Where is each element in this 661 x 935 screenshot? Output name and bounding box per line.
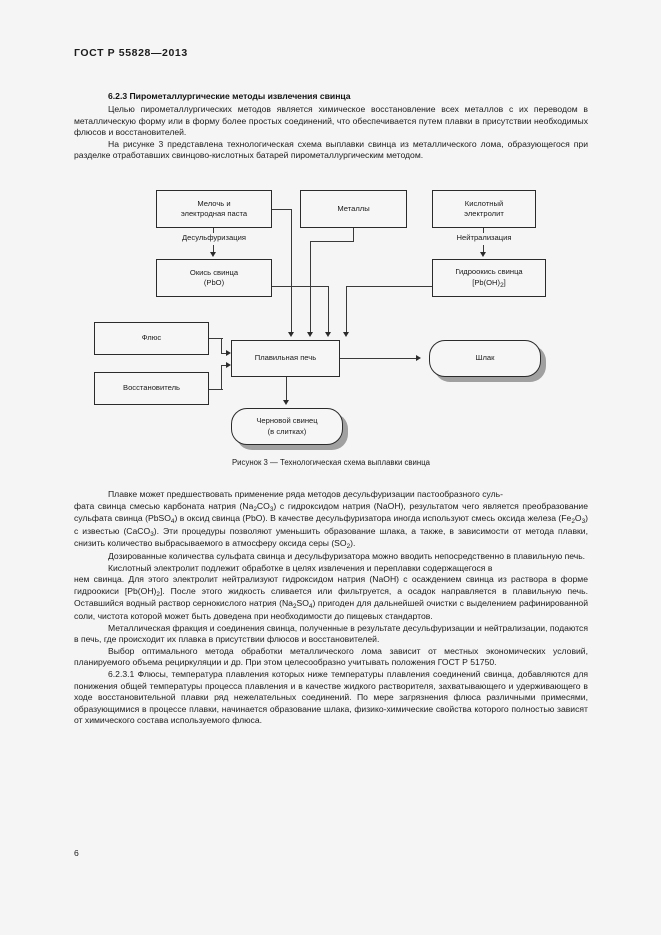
arrowhead-right xyxy=(226,350,231,356)
arrowhead-down xyxy=(307,332,313,337)
section-heading: 6.2.3 Пирометаллургические методы извлеч… xyxy=(108,91,351,101)
edge-line xyxy=(483,228,485,233)
edge-line xyxy=(353,228,355,242)
edge-line xyxy=(346,286,432,288)
arrowhead-down xyxy=(210,252,216,257)
page-number: 6 xyxy=(74,848,79,858)
section-intro-block: 6.2.3 Пирометаллургические методы извлеч… xyxy=(74,91,588,162)
edge-line xyxy=(272,286,329,288)
edge-line xyxy=(221,353,229,355)
edge-line xyxy=(286,377,288,402)
node-lead-hydroxide: Гидроокись свинца[Pb(OH)2] xyxy=(432,259,546,297)
edge-line xyxy=(221,365,223,390)
edge-line xyxy=(483,245,485,254)
edge-label-desulfurization: Десульфуризация xyxy=(182,233,246,242)
arrowhead-down xyxy=(325,332,331,337)
node-lead-oxide: Окись свинца(PbO) xyxy=(156,259,272,297)
section-paragraph-2: На рисунке 3 представлена технологическа… xyxy=(74,138,588,161)
edge-label-neutralization: Нейтрализация xyxy=(456,233,512,242)
body-paragraph-7: Выбор оптимального метода обработки мета… xyxy=(74,645,588,668)
body-paragraph-5-cont: нем свинца. Для этого электролит нейтрал… xyxy=(74,574,589,621)
edge-line xyxy=(340,358,418,360)
arrowhead-down xyxy=(288,332,294,337)
standard-header: ГОСТ Р 55828—2013 xyxy=(74,47,188,59)
section-paragraph-1: Целью пирометаллургических методов являе… xyxy=(74,104,588,138)
body-paragraph-8: 6.2.3.1 Флюсы, температура плавления кот… xyxy=(74,668,588,726)
arrowhead-down xyxy=(343,332,349,337)
node-label: Окись свинца(PbO) xyxy=(189,267,239,288)
node-flux: Флюс xyxy=(94,322,209,355)
node-label: Флюс xyxy=(141,333,162,343)
node-label: Восстановитель xyxy=(123,383,180,393)
node-label: Гидроокись свинца[Pb(OH)2] xyxy=(455,267,523,289)
node-label: Черновой свинец(в слитках) xyxy=(256,416,318,436)
body-paragraph-3: Плавке может предшествовать применение р… xyxy=(74,489,588,501)
node-label: Плавильная печь xyxy=(254,353,317,363)
arrowhead-down xyxy=(480,252,486,257)
edge-line xyxy=(213,245,215,254)
node-reducer: Восстановитель xyxy=(94,372,209,405)
edge-line xyxy=(209,389,223,391)
edge-line xyxy=(213,228,215,233)
body-paragraph-6: Металлическая фракция и соединения свинц… xyxy=(74,622,588,645)
edge-line xyxy=(272,209,292,211)
figure-caption: Рисунок 3 — Технологическая схема выплав… xyxy=(231,458,430,467)
edge-line xyxy=(209,338,223,340)
edge-line xyxy=(346,286,348,333)
body-paragraph-5: Кислотный электролит подлежит обработке … xyxy=(74,563,588,575)
arrowhead-right xyxy=(416,355,421,361)
arrowhead-down xyxy=(283,400,289,405)
line: Плавке может предшествовать применение р… xyxy=(108,489,503,499)
edge-line xyxy=(310,241,354,243)
node-slag: Шлак xyxy=(429,340,541,377)
node-crude-lead: Черновой свинец(в слитках) xyxy=(231,408,343,445)
edge-line xyxy=(328,286,330,333)
edge-line xyxy=(291,209,293,333)
node-metals: Металлы xyxy=(300,190,407,228)
body-paragraph-4: Дозированные количества сульфата свинца … xyxy=(108,550,586,561)
line: Кислотный электролит подлежит обработке … xyxy=(108,562,493,573)
node-label: Металлы xyxy=(337,203,370,213)
node-smelting-furnace: Плавильная печь xyxy=(231,340,340,377)
arrowhead-right xyxy=(226,362,231,368)
node-label: Шлак xyxy=(475,353,495,363)
edge-line xyxy=(221,365,229,367)
body-paragraph-3-cont: фата свинца смесью карбоната натрия (Na2… xyxy=(74,500,588,551)
edge-line xyxy=(221,338,223,354)
body-text-block: Плавке может предшествовать применение р… xyxy=(74,489,588,727)
